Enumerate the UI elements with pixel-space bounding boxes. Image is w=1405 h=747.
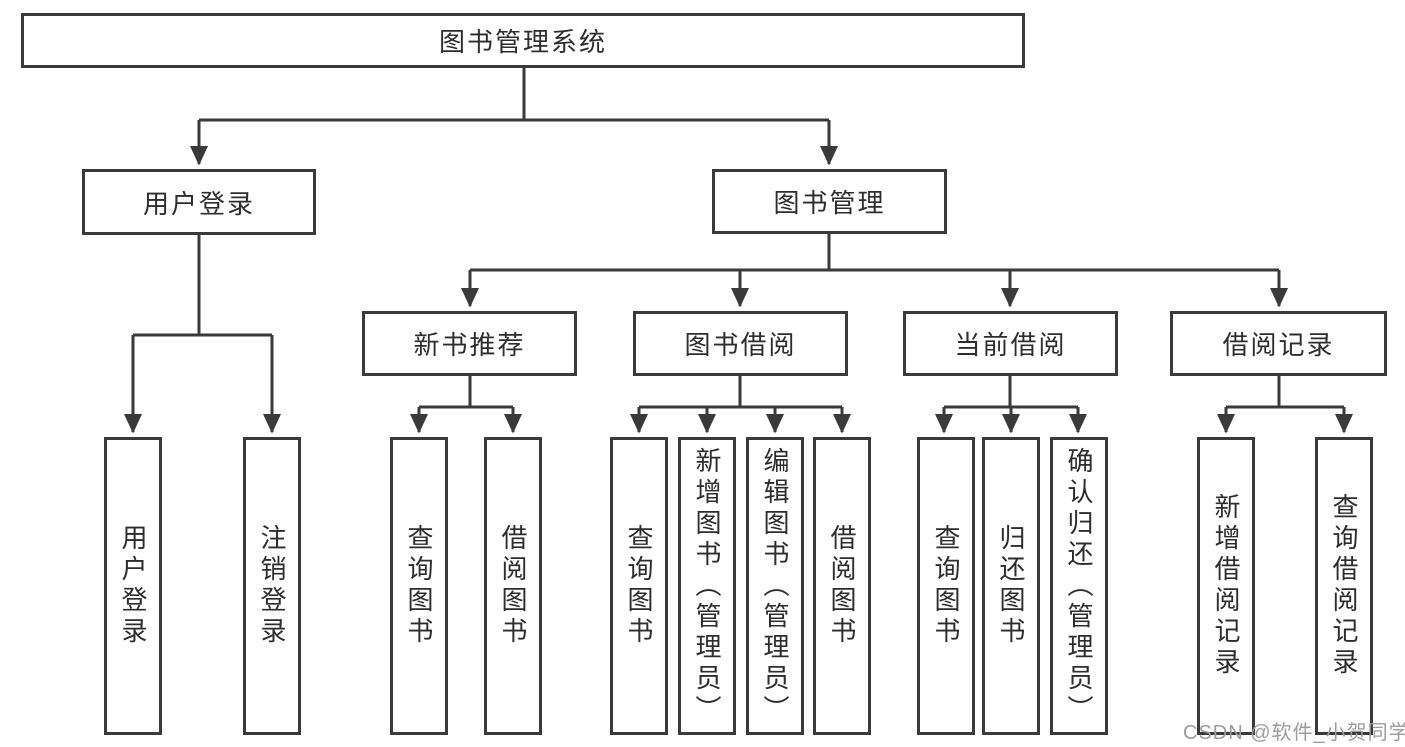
node-book-borrow: 图书借阅 <box>633 311 848 376</box>
leaf-query-books-borrow: 查询图书 <box>610 437 668 735</box>
node-library-management-system: 图书管理系统 <box>21 13 1025 68</box>
node-new-book-recommend: 新书推荐 <box>362 311 577 376</box>
leaf-logout: 注销登录 <box>243 437 301 735</box>
leaf-query-borrow-record: 查询借阅记录 <box>1315 437 1373 735</box>
leaf-add-borrow-record: 新增借阅记录 <box>1197 437 1255 735</box>
leaf-borrow-books-recommend: 借阅图书 <box>484 437 542 735</box>
leaf-user-login: 用户登录 <box>104 437 162 735</box>
leaf-query-books-recommend: 查询图书 <box>390 437 448 735</box>
leaf-borrow-books: 借阅图书 <box>813 437 871 735</box>
leaf-add-books-admin: 新增图书（管理员） <box>678 437 736 735</box>
node-current-borrow: 当前借阅 <box>903 311 1118 376</box>
leaf-return-books: 归还图书 <box>982 437 1040 735</box>
leaf-query-books-current: 查询图书 <box>917 437 975 735</box>
node-borrow-records: 借阅记录 <box>1170 311 1387 376</box>
leaf-edit-books-admin: 编辑图书（管理员） <box>746 437 804 735</box>
node-book-management: 图书管理 <box>712 169 947 234</box>
leaf-confirm-return-admin: 确认归还（管理员） <box>1050 437 1108 735</box>
node-user-login: 用户登录 <box>82 169 316 235</box>
csdn-watermark: CSDN @软件_小贺同学 <box>1183 722 1405 744</box>
